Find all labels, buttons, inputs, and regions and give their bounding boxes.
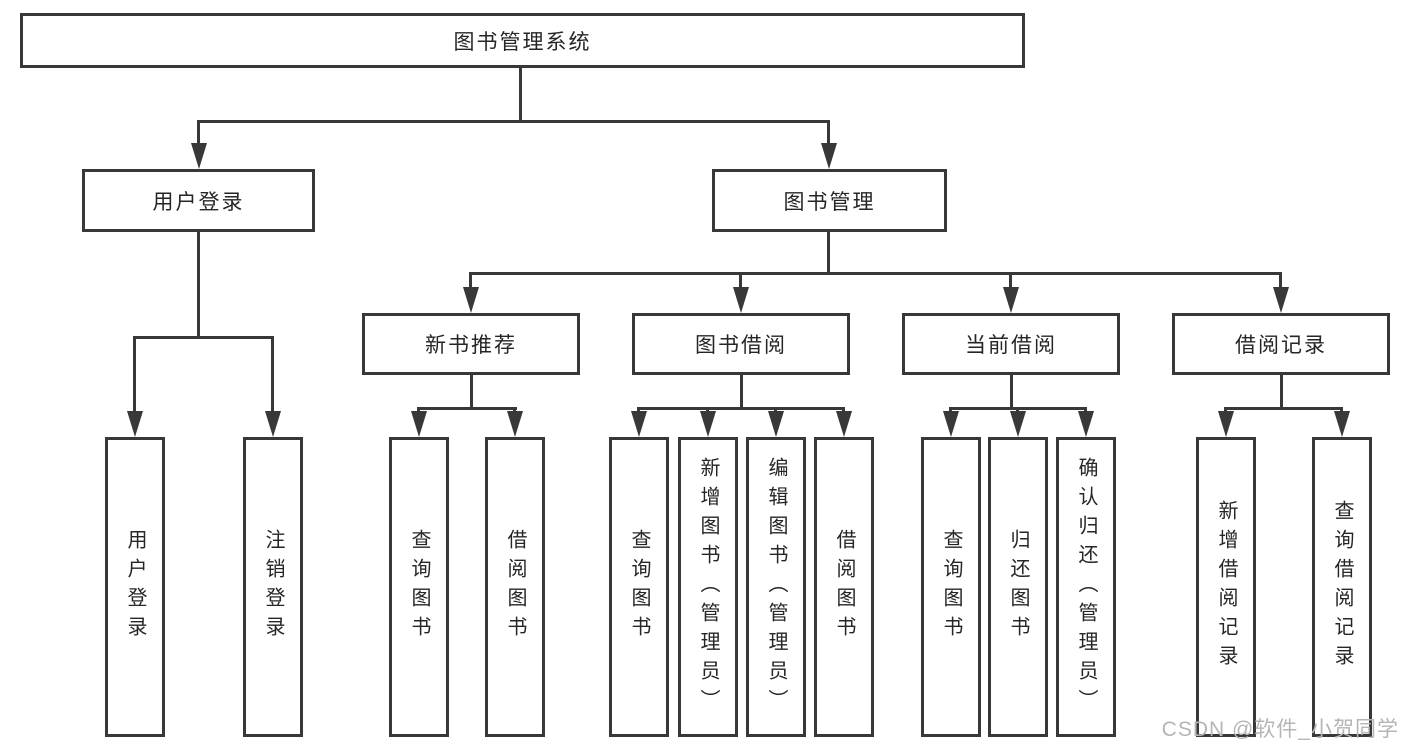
connector-line <box>1010 375 1013 409</box>
arrowhead-down-icon <box>836 411 852 437</box>
leaf-edit-book-admin: 编辑图书（管理员） <box>746 437 806 737</box>
connector-line <box>1279 272 1282 290</box>
connector-line <box>197 232 200 338</box>
leaf-borrow-books-recommend-label: 借阅图书 <box>504 529 526 645</box>
arrowhead-down-icon <box>821 143 837 169</box>
leaf-user-login: 用户登录 <box>105 437 165 737</box>
connector-line <box>271 336 274 415</box>
leaf-query-books-recommend-label: 查询图书 <box>408 529 430 645</box>
arrowhead-down-icon <box>463 287 479 313</box>
connector-line <box>197 120 200 148</box>
arrowhead-down-icon <box>631 411 647 437</box>
node-new-book-recommend: 新书推荐 <box>362 313 580 375</box>
leaf-return-book: 归还图书 <box>988 437 1048 737</box>
arrowhead-down-icon <box>768 411 784 437</box>
connector-line <box>469 272 472 290</box>
leaf-return-book-label: 归还图书 <box>1007 529 1029 645</box>
leaf-add-borrow-record: 新增借阅记录 <box>1196 437 1256 737</box>
arrowhead-down-icon <box>127 411 143 437</box>
leaf-query-books-borrowing-label: 查询图书 <box>628 529 650 645</box>
connector-line <box>739 272 742 290</box>
arrowhead-down-icon <box>191 143 207 169</box>
connector-line <box>470 375 473 409</box>
leaf-confirm-return-admin-label: 确认归还（管理员） <box>1075 456 1097 718</box>
leaf-query-books-recommend: 查询图书 <box>389 437 449 737</box>
leaf-query-borrow-record: 查询借阅记录 <box>1312 437 1372 737</box>
arrowhead-down-icon <box>700 411 716 437</box>
node-root-label: 图书管理系统 <box>453 30 592 54</box>
connector-line <box>827 232 830 274</box>
leaf-add-book-admin-label: 新增图书（管理员） <box>697 456 719 718</box>
leaf-query-borrow-record-label: 查询借阅记录 <box>1331 500 1353 674</box>
node-borrowing-records-label: 借阅记录 <box>1235 334 1327 357</box>
arrowhead-down-icon <box>1003 287 1019 313</box>
leaf-query-books-borrowing: 查询图书 <box>609 437 669 737</box>
arrowhead-down-icon <box>507 411 523 437</box>
connector-line <box>638 407 845 410</box>
node-user-login: 用户登录 <box>82 169 315 232</box>
leaf-user-login-label: 用户登录 <box>124 529 146 645</box>
arrowhead-down-icon <box>1218 411 1234 437</box>
node-user-login-label: 用户登录 <box>152 190 245 214</box>
leaf-logout-label: 注销登录 <box>262 529 284 645</box>
node-new-book-recommend-label: 新书推荐 <box>425 334 517 357</box>
node-root: 图书管理系统 <box>20 13 1025 68</box>
leaf-add-borrow-record-label: 新增借阅记录 <box>1215 500 1237 674</box>
arrowhead-down-icon <box>943 411 959 437</box>
arrowhead-down-icon <box>1010 411 1026 437</box>
leaf-add-book-admin: 新增图书（管理员） <box>678 437 738 737</box>
connector-line <box>1009 272 1012 290</box>
arrowhead-down-icon <box>1273 287 1289 313</box>
connector-line <box>133 336 136 415</box>
arrowhead-down-icon <box>265 411 281 437</box>
arrowhead-down-icon <box>733 287 749 313</box>
connector-line <box>740 375 743 409</box>
leaf-borrow-books-borrowing: 借阅图书 <box>814 437 874 737</box>
connector-line <box>1280 375 1283 409</box>
node-book-management: 图书管理 <box>712 169 947 232</box>
watermark: CSDN @软件_小贺同学 <box>1161 718 1399 741</box>
connector-line <box>198 120 830 123</box>
leaf-logout: 注销登录 <box>243 437 303 737</box>
leaf-query-books-current-label: 查询图书 <box>940 529 962 645</box>
connector-line <box>1225 407 1343 410</box>
leaf-borrow-books-recommend: 借阅图书 <box>485 437 545 737</box>
connector-line <box>470 272 1282 275</box>
node-current-borrowing-label: 当前借阅 <box>965 334 1057 357</box>
connector-line <box>519 68 522 120</box>
node-current-borrowing: 当前借阅 <box>902 313 1120 375</box>
leaf-borrow-books-borrowing-label: 借阅图书 <box>833 529 855 645</box>
leaf-query-books-current: 查询图书 <box>921 437 981 737</box>
connector-line <box>827 120 830 148</box>
connector-line <box>133 336 274 339</box>
arrowhead-down-icon <box>411 411 427 437</box>
node-book-management-label: 图书管理 <box>783 190 876 214</box>
leaf-confirm-return-admin: 确认归还（管理员） <box>1056 437 1116 737</box>
arrowhead-down-icon <box>1334 411 1350 437</box>
node-book-borrowing-label: 图书借阅 <box>695 334 787 357</box>
node-borrowing-records: 借阅记录 <box>1172 313 1390 375</box>
arrowhead-down-icon <box>1078 411 1094 437</box>
node-book-borrowing: 图书借阅 <box>632 313 850 375</box>
connector-line <box>418 407 517 410</box>
leaf-edit-book-admin-label: 编辑图书（管理员） <box>765 456 787 718</box>
